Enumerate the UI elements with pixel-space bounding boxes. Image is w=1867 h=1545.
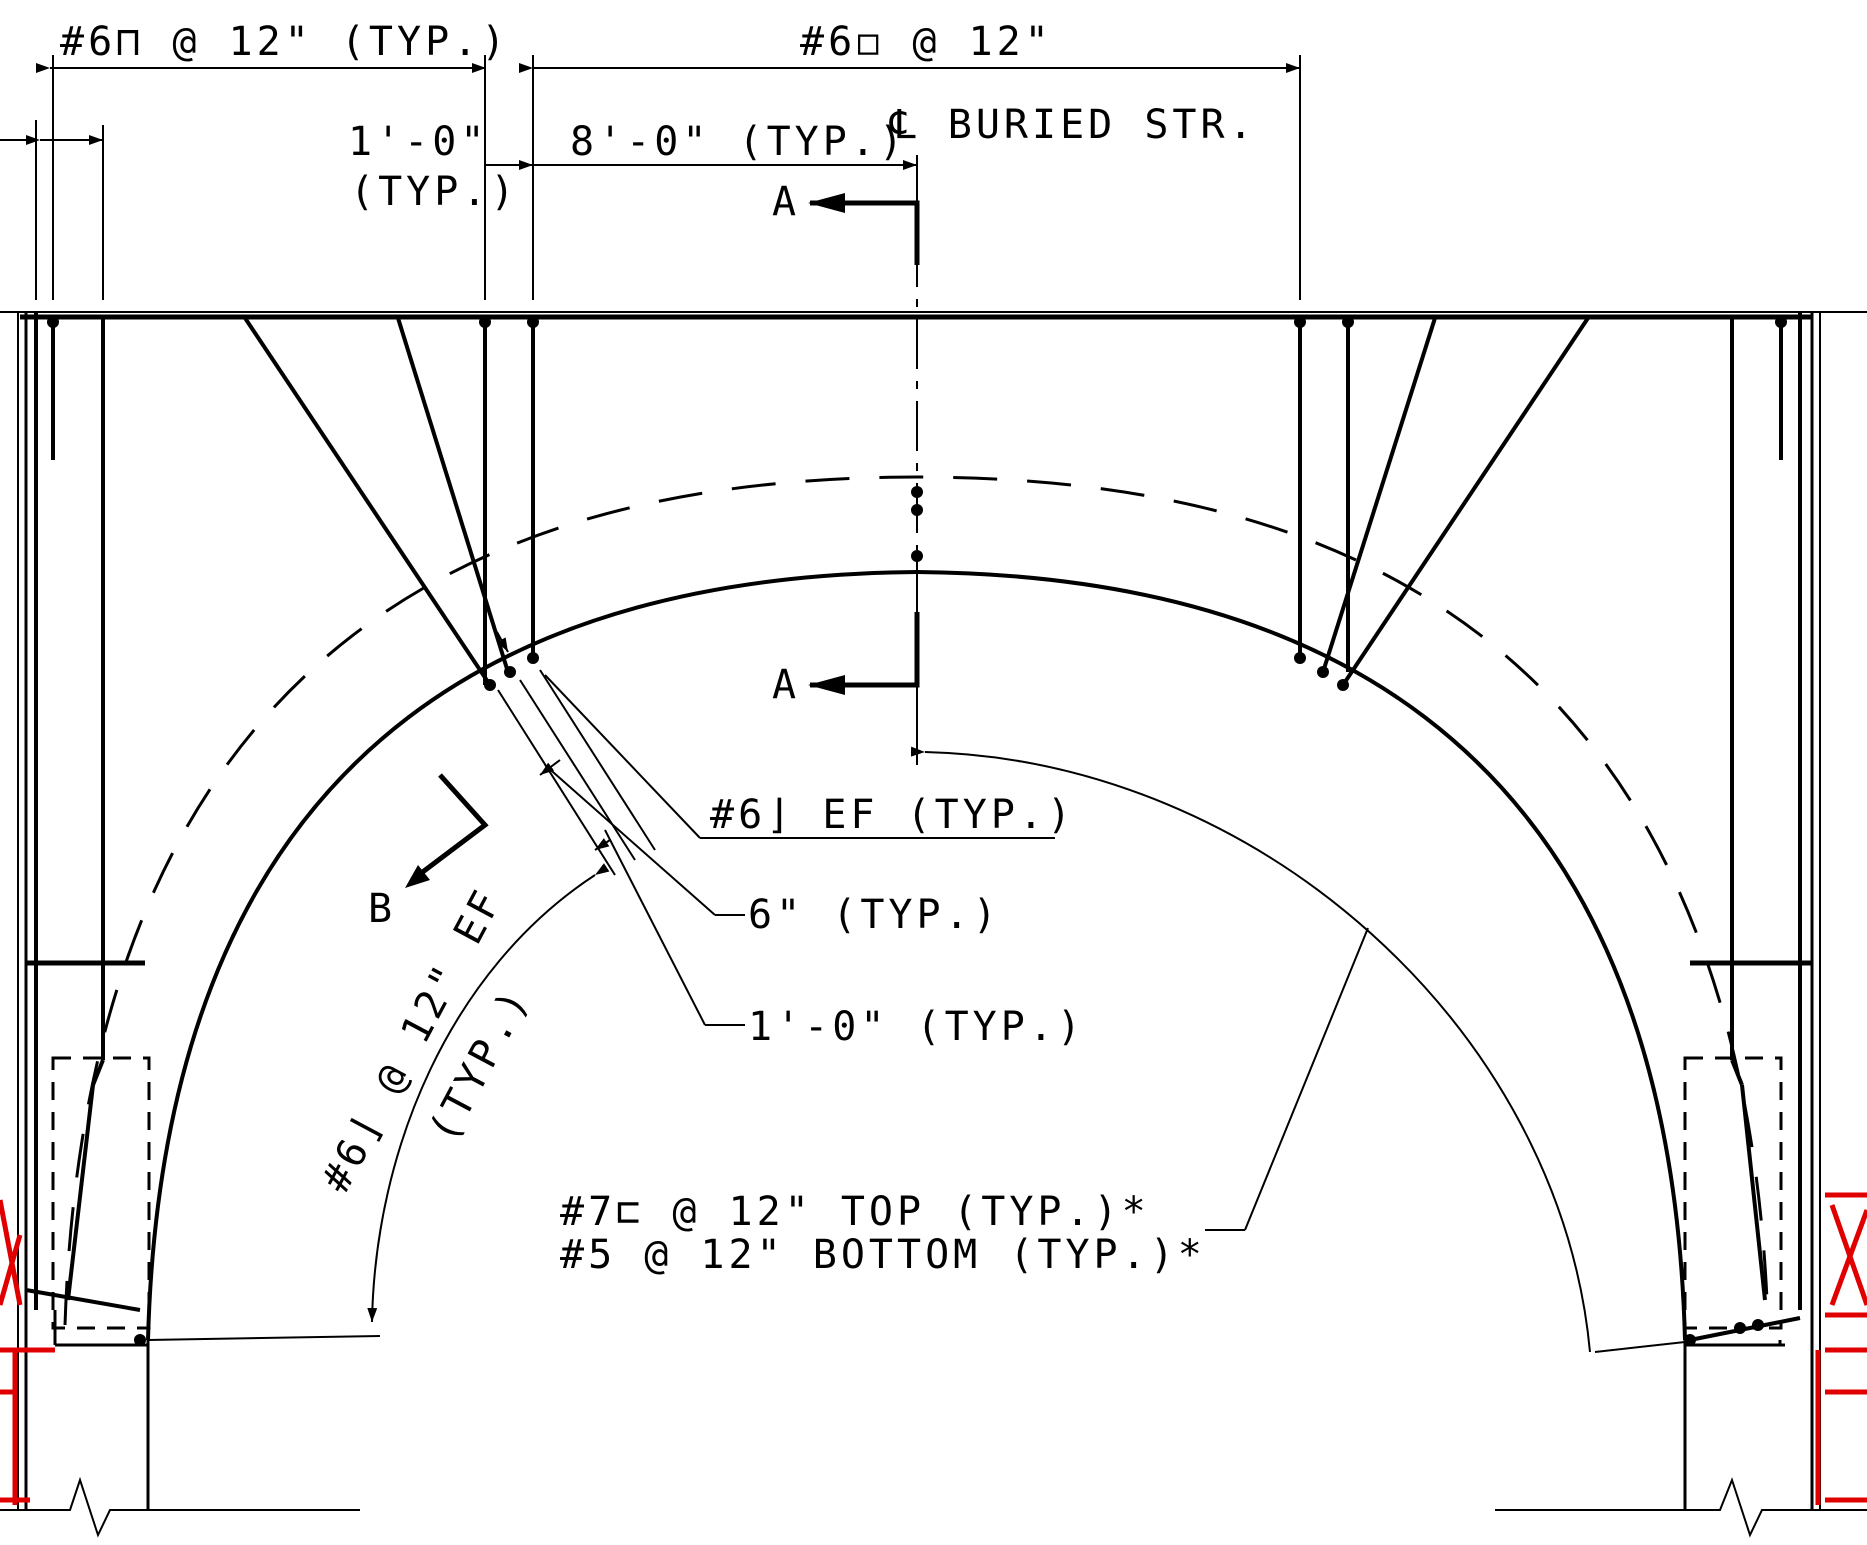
- label-dim-1ft-typ: (TYP.): [350, 169, 519, 215]
- section-cut-a-bottom: [808, 612, 920, 695]
- label-5-bottom: #5 @ 12" BOTTOM (TYP.)*: [560, 1232, 1206, 1278]
- right-wall: [1683, 312, 1821, 1510]
- label-top-center-bars: #6◻ @ 12": [800, 19, 1053, 65]
- section-cut-b: [405, 773, 489, 888]
- label-section-a-bottom: A: [772, 662, 800, 708]
- section-cut-a-top: [808, 193, 920, 265]
- leader-lines: [367, 631, 1591, 1353]
- label-top-left-bars: #6⊓ @ 12" (TYP.): [60, 19, 509, 65]
- label-dim-8ft: 8'-0" (TYP.): [570, 119, 907, 165]
- label-1ft-typ: 1'-0" (TYP.): [748, 1004, 1085, 1050]
- label-section-b: B: [368, 886, 396, 932]
- label-dim-1ft: 1'-0": [348, 119, 488, 165]
- top-slab: [0, 311, 1867, 320]
- red-markup-right: [1815, 1192, 1867, 1505]
- break-lines: [0, 1476, 1867, 1538]
- label-6j-ef: #6⌋ EF (TYP.): [710, 792, 1075, 838]
- left-wall: [17, 312, 151, 1510]
- label-6in-typ: 6" (TYP.): [748, 892, 1001, 938]
- right-arch-bars: [1298, 316, 1590, 687]
- bar-dots: [47, 316, 1787, 1346]
- label-centerline: ℄ BURIED STR.: [889, 102, 1257, 148]
- label-section-a-top: A: [772, 179, 800, 225]
- red-markup-left: [0, 1199, 55, 1505]
- dimension-lines: [0, 55, 1301, 300]
- label-7-top: #7⊏ @ 12" TOP (TYP.)*: [560, 1189, 1150, 1235]
- left-arch-bars: [243, 316, 535, 687]
